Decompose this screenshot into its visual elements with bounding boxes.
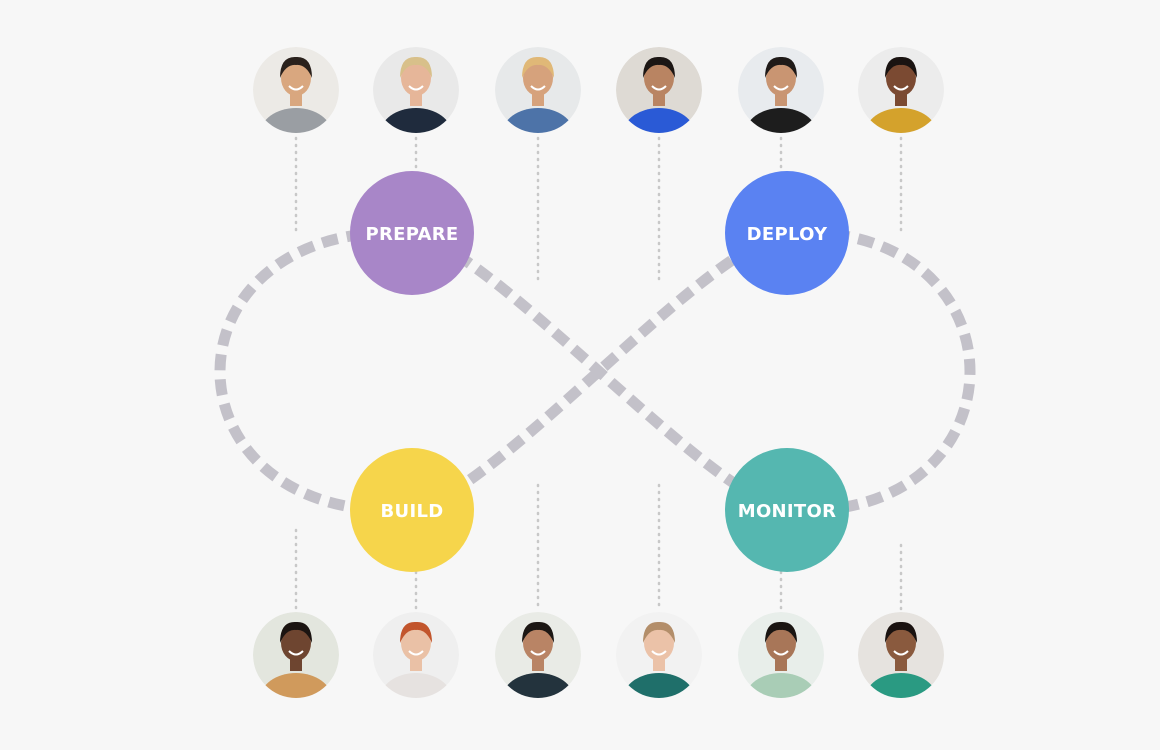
stage-build-circle xyxy=(350,448,474,572)
avatar-top-3 xyxy=(495,47,581,133)
avatar-top-5 xyxy=(738,47,824,133)
avatar-bottom-4 xyxy=(616,612,702,698)
stage-deploy-circle xyxy=(725,171,849,295)
stage-build-label: BUILD xyxy=(381,501,444,522)
stage-deploy[interactable]: DEPLOY xyxy=(725,171,849,295)
avatar-top-4 xyxy=(616,47,702,133)
avatar-top-2 xyxy=(373,47,459,133)
avatar-bottom-1 xyxy=(253,612,339,698)
stage-prepare-label: PREPARE xyxy=(365,224,458,245)
avatar-bottom-2 xyxy=(373,612,459,698)
stage-prepare-circle xyxy=(350,171,474,295)
stage-deploy-label: DEPLOY xyxy=(747,224,828,245)
connector-lines xyxy=(294,136,903,612)
avatar-top-1 xyxy=(253,47,339,133)
avatar-bottom-6 xyxy=(858,612,944,698)
stage-build[interactable]: BUILD xyxy=(350,448,474,572)
avatar-bottom-3 xyxy=(495,612,581,698)
stage-monitor-circle xyxy=(725,448,849,572)
stage-monitor[interactable]: MONITOR xyxy=(725,448,849,572)
avatar-bottom-5 xyxy=(738,612,824,698)
stage-prepare[interactable]: PREPARE xyxy=(350,171,474,295)
avatar-top-6 xyxy=(858,47,944,133)
stage-monitor-label: MONITOR xyxy=(738,501,837,522)
team-avatars xyxy=(253,47,944,698)
infinity-loop-path xyxy=(214,227,976,516)
